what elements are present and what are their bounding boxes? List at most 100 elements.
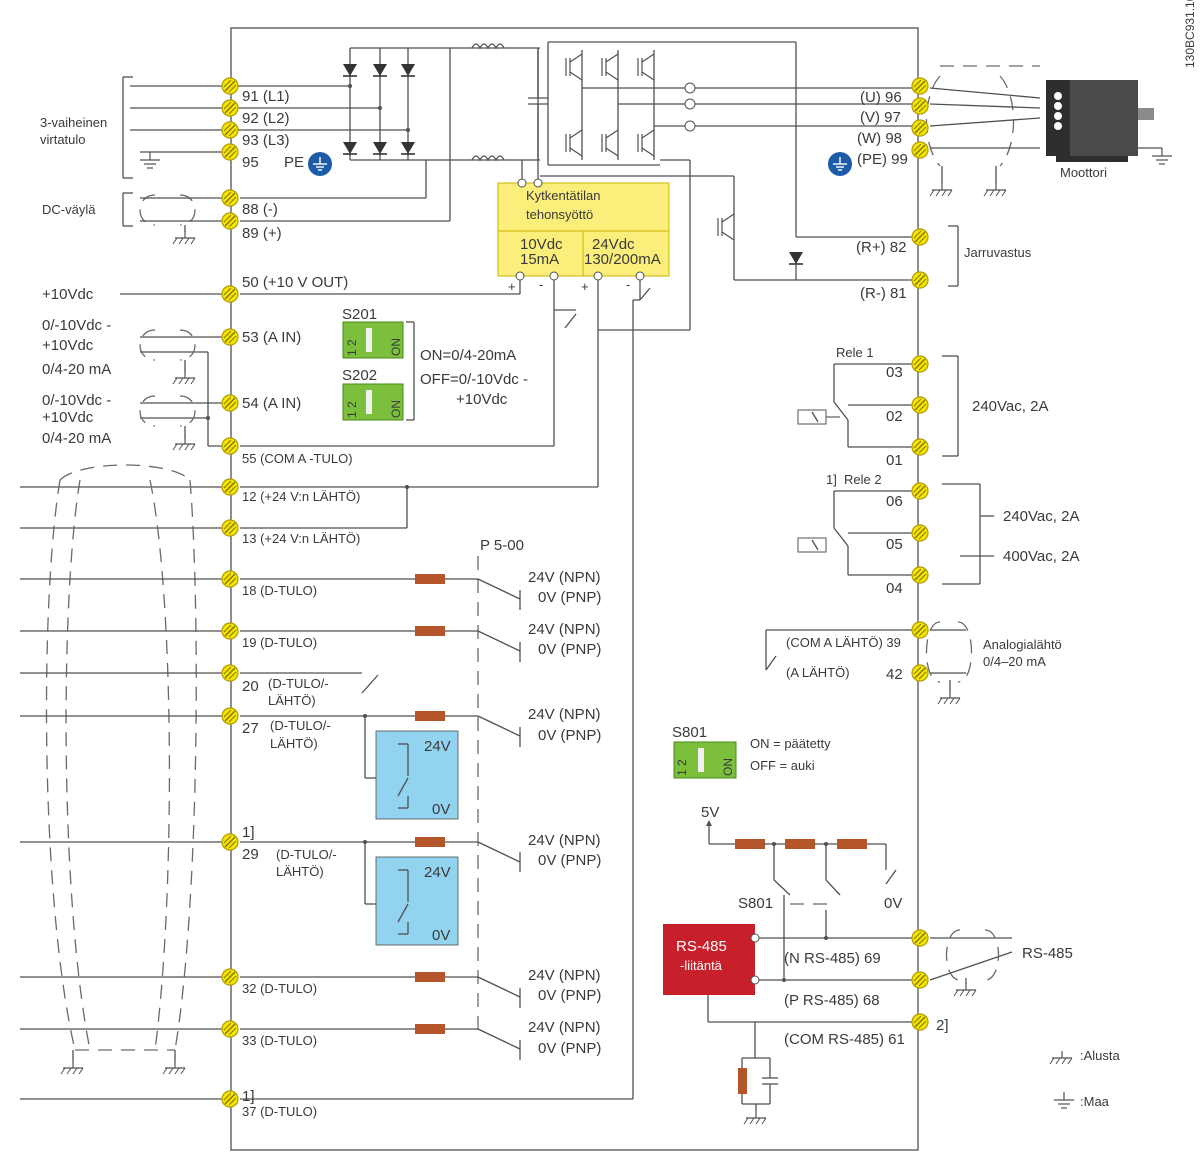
terminal-96[interactable] xyxy=(911,77,929,95)
terminal-13[interactable] xyxy=(221,519,239,537)
label-69: (N RS-485) 69 xyxy=(784,950,881,967)
terminal-81[interactable] xyxy=(911,271,929,289)
aout-label-1: Analogialähtö xyxy=(983,637,1062,652)
label-04: 04 xyxy=(886,580,903,597)
label-99: (PE) 99 xyxy=(857,151,908,168)
label-0v: 0V xyxy=(884,895,902,912)
s801-on: ON xyxy=(721,758,735,776)
terminal-55[interactable] xyxy=(221,437,239,455)
npn-32: 24V (NPN) xyxy=(528,967,601,984)
terminal-61[interactable] xyxy=(911,1013,929,1031)
terminal-04[interactable] xyxy=(911,566,929,584)
terminal-54[interactable] xyxy=(221,394,239,412)
label-5v: 5V xyxy=(701,804,719,821)
s801-label-2: S801 xyxy=(738,895,773,912)
relay1-label: Rele 1 xyxy=(836,345,874,360)
terminal-19[interactable] xyxy=(221,622,239,640)
document-id: 130BC931.10 xyxy=(1183,0,1197,68)
label-18: 18 (D-TULO) xyxy=(242,583,317,598)
terminal-95[interactable] xyxy=(221,143,239,161)
terminal-03[interactable] xyxy=(911,355,929,373)
supply-minus-1: - xyxy=(539,277,543,292)
terminal-39[interactable] xyxy=(911,621,929,639)
terminal-02[interactable] xyxy=(911,396,929,414)
label-42: 42 xyxy=(886,666,903,683)
terminal-12[interactable] xyxy=(221,478,239,496)
terminal-05[interactable] xyxy=(911,524,929,542)
terminal-98[interactable] xyxy=(911,119,929,137)
terminal-33[interactable] xyxy=(221,1020,239,1038)
s801-label: S801 xyxy=(672,724,707,741)
label-68: (P RS-485) 68 xyxy=(784,992,880,1009)
terminal-18[interactable] xyxy=(221,570,239,588)
terminal-29[interactable] xyxy=(221,833,239,851)
label-13: 13 (+24 V:n LÄHTÖ) xyxy=(242,531,360,546)
rs485-box-title-2: -liitäntä xyxy=(680,958,723,973)
terminal-42[interactable] xyxy=(911,664,929,682)
terminal-32[interactable] xyxy=(221,968,239,986)
terminal-91[interactable] xyxy=(221,77,239,95)
label-10vdc: +10Vdc xyxy=(42,286,94,303)
terminal-53[interactable] xyxy=(221,328,239,346)
label-89: 89 (+) xyxy=(242,225,282,242)
terminal-27[interactable] xyxy=(221,707,239,725)
supply-left-1: 10Vdc xyxy=(520,236,563,253)
terminal-01[interactable] xyxy=(911,438,929,456)
label-27-desc-2: LÄHTÖ) xyxy=(270,736,318,751)
terminal-88[interactable] xyxy=(221,189,239,207)
label-61: (COM RS-485) 61 xyxy=(784,1031,905,1048)
label-01: 01 xyxy=(886,452,903,469)
s202-pins: 1 2 xyxy=(345,401,359,418)
switch-s801[interactable] xyxy=(673,741,737,779)
label-81: (R-) 81 xyxy=(860,285,907,302)
label-05: 05 xyxy=(886,536,903,553)
terminal-50[interactable] xyxy=(221,285,239,303)
label-93: 93 (L3) xyxy=(242,132,290,149)
box29-24v: 24V xyxy=(424,864,451,881)
dc-bus-label: DC-väylä xyxy=(42,202,96,217)
label-02: 02 xyxy=(886,408,903,425)
label-27: 27 xyxy=(242,720,259,737)
label-29-desc-1: (D-TULO/- xyxy=(276,847,337,862)
terminal-89[interactable] xyxy=(221,212,239,230)
pnp-33: 0V (PNP) xyxy=(538,1040,601,1057)
terminal-99[interactable] xyxy=(911,141,929,159)
terminal-20[interactable] xyxy=(221,664,239,682)
terminal-06[interactable] xyxy=(911,482,929,500)
label-pe: PE xyxy=(284,154,304,171)
label-19: 19 (D-TULO) xyxy=(242,635,317,650)
switch-s201[interactable] xyxy=(342,321,404,359)
terminal-92[interactable] xyxy=(221,99,239,117)
npn-33: 24V (NPN) xyxy=(528,1019,601,1036)
relay2-label: Rele 2 xyxy=(844,472,882,487)
switch-s202[interactable] xyxy=(342,383,404,421)
terminal-68[interactable] xyxy=(911,971,929,989)
motor-label: Moottori xyxy=(1060,165,1107,180)
label-98: (W) 98 xyxy=(857,130,902,147)
terminal-97[interactable] xyxy=(911,97,929,115)
supply-right-2: 130/200mA xyxy=(584,251,661,268)
supply-right-1: 24Vdc xyxy=(592,236,635,253)
ain2-range-1: 0/-10Vdc - xyxy=(42,392,111,409)
s801-off-text: OFF = auki xyxy=(750,758,815,773)
npn-18: 24V (NPN) xyxy=(528,569,601,586)
analog-output xyxy=(765,621,973,705)
label-61-mark: 2] xyxy=(936,1017,949,1034)
terminal-37[interactable] xyxy=(221,1090,239,1108)
supply-left-2: 15mA xyxy=(520,251,559,268)
terminal-82[interactable] xyxy=(911,228,929,246)
relay2-rating-a: 240Vac, 2A xyxy=(1003,508,1079,525)
legend-earth: :Maa xyxy=(1080,1094,1110,1109)
terminal-69[interactable] xyxy=(911,929,929,947)
label-03: 03 xyxy=(886,364,903,381)
label-06: 06 xyxy=(886,493,903,510)
terminal-93[interactable] xyxy=(221,121,239,139)
supply-title-2: tehonsyöttö xyxy=(526,207,593,222)
label-29: 29 xyxy=(242,846,259,863)
legend-chassis: :Alusta xyxy=(1080,1048,1121,1063)
pnp-19: 0V (PNP) xyxy=(538,641,601,658)
supply-title-1: Kytkentätilan xyxy=(526,188,600,203)
pnp-18: 0V (PNP) xyxy=(538,589,601,606)
npn-29: 24V (NPN) xyxy=(528,832,601,849)
